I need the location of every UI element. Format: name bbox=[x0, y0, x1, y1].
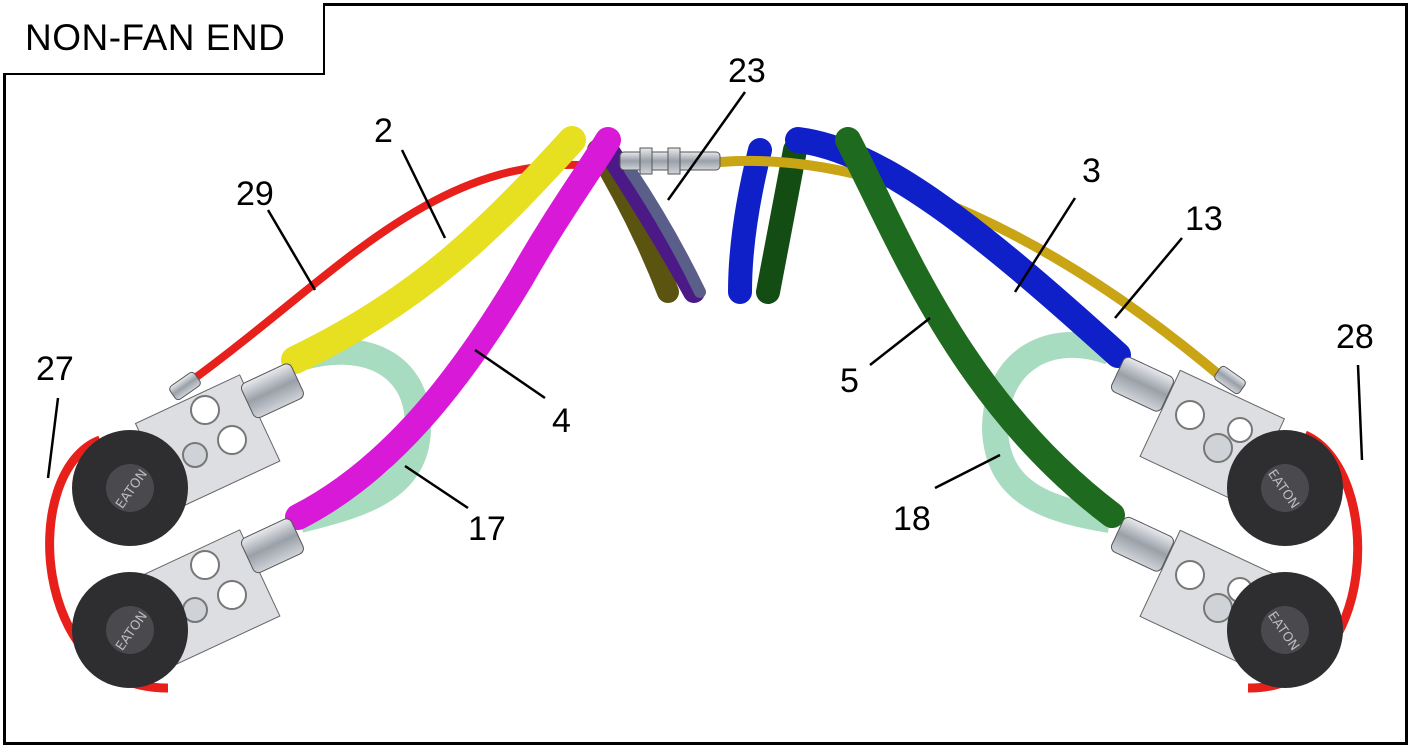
hose-29-red bbox=[192, 160, 581, 382]
callout-13: 13 bbox=[1185, 200, 1223, 238]
view-label-box: NON-FAN END bbox=[3, 3, 325, 75]
diagram-frame bbox=[3, 3, 1408, 745]
callout-2: 2 bbox=[374, 112, 393, 150]
callout-4: 4 bbox=[552, 402, 571, 440]
callout-23: 23 bbox=[728, 52, 766, 90]
callout-3: 3 bbox=[1082, 152, 1101, 190]
center-hose-loops bbox=[587, 138, 807, 304]
right-motor-assembly-lower: EATON bbox=[1110, 516, 1343, 688]
callout-18: 18 bbox=[893, 500, 931, 538]
hose-5-green bbox=[835, 127, 1125, 528]
hose-18-mint bbox=[981, 331, 1115, 533]
view-label: NON-FAN END bbox=[25, 17, 286, 58]
leader-lines bbox=[46, 91, 1364, 510]
hose-3-blue bbox=[785, 127, 1131, 368]
callout-17: 17 bbox=[468, 510, 506, 548]
hose-2-yellow bbox=[281, 126, 586, 374]
callout-28: 28 bbox=[1336, 318, 1374, 356]
right-motor-assembly-upper: EATON bbox=[1110, 356, 1343, 546]
hose-4-magenta bbox=[285, 127, 621, 530]
left-motor-assembly-upper: EATON bbox=[72, 363, 304, 546]
callout-27: 27 bbox=[36, 350, 74, 388]
left-motor-assembly-lower: EATON bbox=[72, 518, 304, 688]
callout-29: 29 bbox=[236, 175, 274, 213]
center-fittings bbox=[619, 147, 721, 175]
callout-5: 5 bbox=[840, 362, 859, 400]
